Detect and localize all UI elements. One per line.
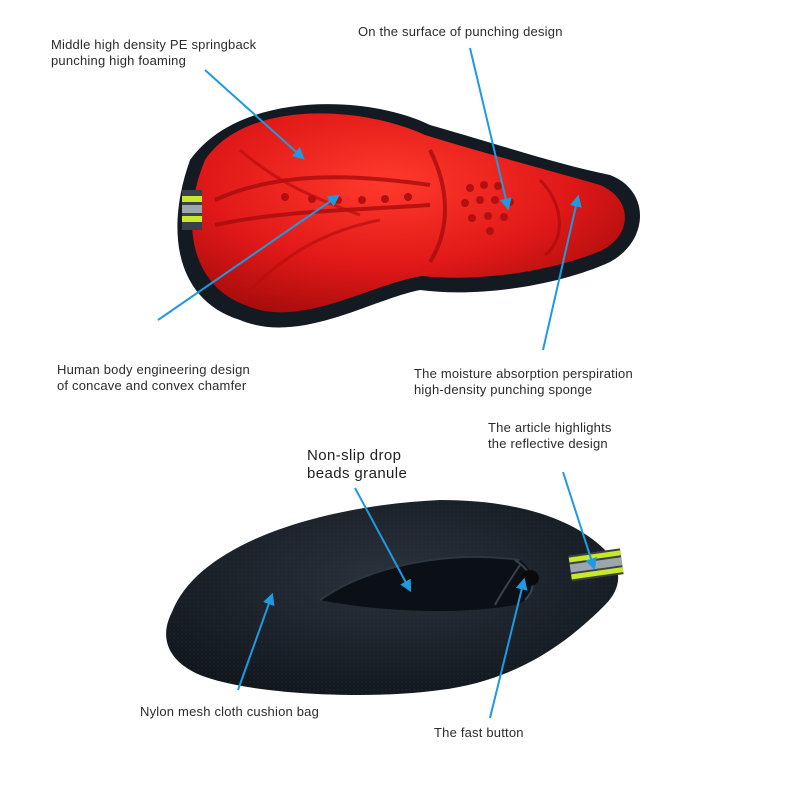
- label-punching-surface-line1: On the surface of punching design: [358, 24, 563, 39]
- black-mesh-cover: [166, 500, 624, 695]
- label-reflective-line1: The article highlights: [488, 420, 612, 435]
- arrow-non-slip: [354, 487, 412, 593]
- label-reflective-line2: the reflective design: [488, 436, 608, 451]
- label-moisture-sponge-line2: high-density punching sponge: [414, 382, 593, 397]
- label-moisture-sponge-line1: The moisture absorption perspiration: [414, 366, 633, 381]
- red-seat-cushion: [177, 104, 640, 328]
- label-non-slip-line2: beads granule: [307, 465, 408, 482]
- cushion-red-top: [192, 113, 625, 313]
- label-punching-surface: On the surface of punching design: [358, 24, 563, 40]
- arrow-punching-surface: [469, 47, 512, 211]
- label-nylon-bag-line1: Nylon mesh cloth cushion bag: [140, 704, 320, 719]
- label-reflective: The article highlights the reflective de…: [488, 420, 612, 452]
- label-pe-foam-line2: punching high foaming: [51, 53, 187, 68]
- label-body-engineering: Human body engineering design of concave…: [57, 362, 250, 394]
- label-body-engineering-line2: of concave and convex chamfer: [57, 378, 247, 393]
- arrow-fast-button: [489, 577, 528, 719]
- arrow-body-engineering: [157, 194, 340, 321]
- label-body-engineering-line1: Human body engineering design: [57, 362, 250, 377]
- label-pe-foam-line1: Middle high density PE springback: [51, 37, 257, 52]
- label-pe-foam: Middle high density PE springback punchi…: [51, 37, 256, 69]
- cover-opening: [320, 556, 533, 612]
- label-moisture-sponge: The moisture absorption perspiration hig…: [414, 366, 633, 398]
- label-fast-button: The fast button: [434, 725, 524, 741]
- label-nylon-bag: Nylon mesh cloth cushion bag: [140, 704, 319, 720]
- arrow-pe-foam: [204, 69, 305, 160]
- arrow-nylon-bag: [237, 592, 275, 691]
- label-fast-button-line1: The fast button: [434, 725, 524, 740]
- label-non-slip: Non-slip drop beads granule: [307, 447, 407, 483]
- label-non-slip-line1: Non-slip drop: [307, 447, 402, 464]
- arrow-reflective: [562, 471, 597, 571]
- arrow-moisture-sponge: [542, 194, 582, 351]
